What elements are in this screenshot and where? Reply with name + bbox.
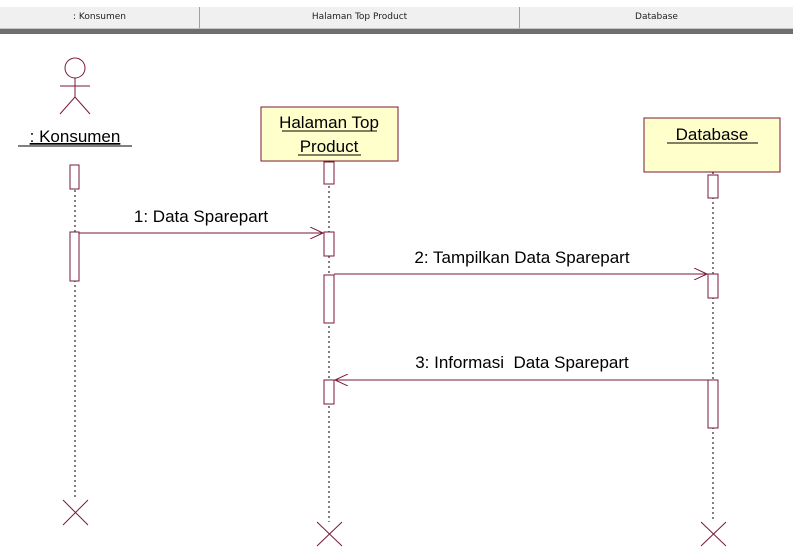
message-label-2: 2: Tampilkan Data Sparepart	[414, 248, 629, 267]
destroy-konsumen-icon	[62, 499, 89, 526]
activation-halaman-4	[323, 379, 335, 405]
actor-icon[interactable]	[59, 57, 91, 115]
activation-halaman-3	[323, 274, 335, 324]
activation-database-1	[707, 174, 719, 199]
activation-konsumen-2	[69, 231, 80, 282]
activation-database-2	[707, 273, 719, 299]
header-konsumen-text: Konsumen	[78, 12, 126, 22]
message-label-1: 1: Data Sparepart	[134, 207, 268, 226]
header-halaman-text: Halaman Top Product	[311, 12, 408, 22]
destroy-database-icon	[700, 521, 727, 547]
header-database[interactable]: Database	[520, 7, 793, 29]
object-database[interactable]: Database	[643, 117, 781, 173]
header-database-text: Database	[635, 12, 678, 22]
activation-konsumen-1	[69, 164, 80, 190]
header-divider	[0, 29, 793, 34]
actor-label: : Konsumen	[30, 127, 121, 146]
activation-database-3	[707, 379, 719, 429]
destroy-halaman-icon	[316, 521, 343, 547]
object-halaman-top-product[interactable]: Halaman Top Product	[260, 106, 399, 162]
activation-halaman-1	[323, 161, 335, 185]
message-label-3: 3: Informasi Data Sparepart	[415, 353, 629, 372]
object-database-label: Database	[676, 125, 749, 144]
header-konsumen-label: :	[73, 12, 79, 22]
object-halaman-line1: Halaman Top	[279, 113, 379, 132]
object-halaman-line2: Product	[300, 137, 359, 156]
header-konsumen[interactable]: : Konsumen	[0, 7, 200, 29]
activation-halaman-2	[323, 231, 335, 257]
header-halaman-top-product[interactable]: Halaman Top Product	[200, 7, 520, 29]
lifeline-header-bar: : Konsumen Halaman Top Product Database	[0, 0, 793, 34]
